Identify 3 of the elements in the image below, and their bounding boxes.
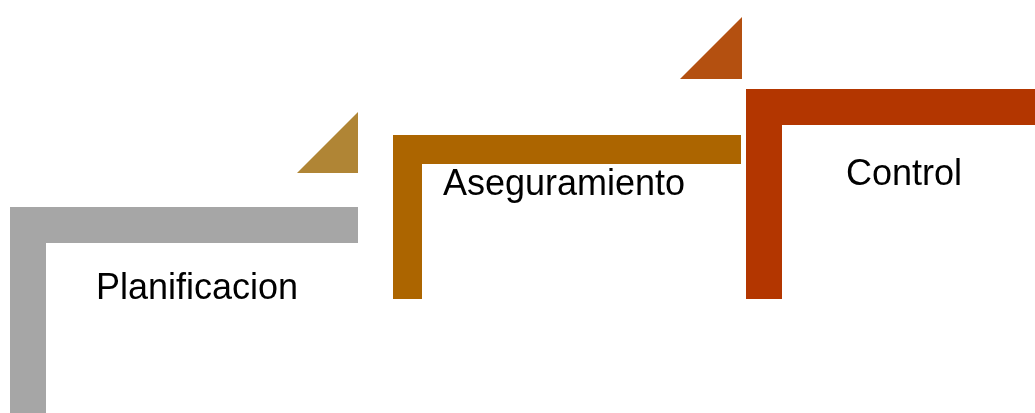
step-label: Planificacion [96,269,299,305]
step-label: Control [846,155,963,191]
step-label: Aseguramiento [443,165,686,201]
